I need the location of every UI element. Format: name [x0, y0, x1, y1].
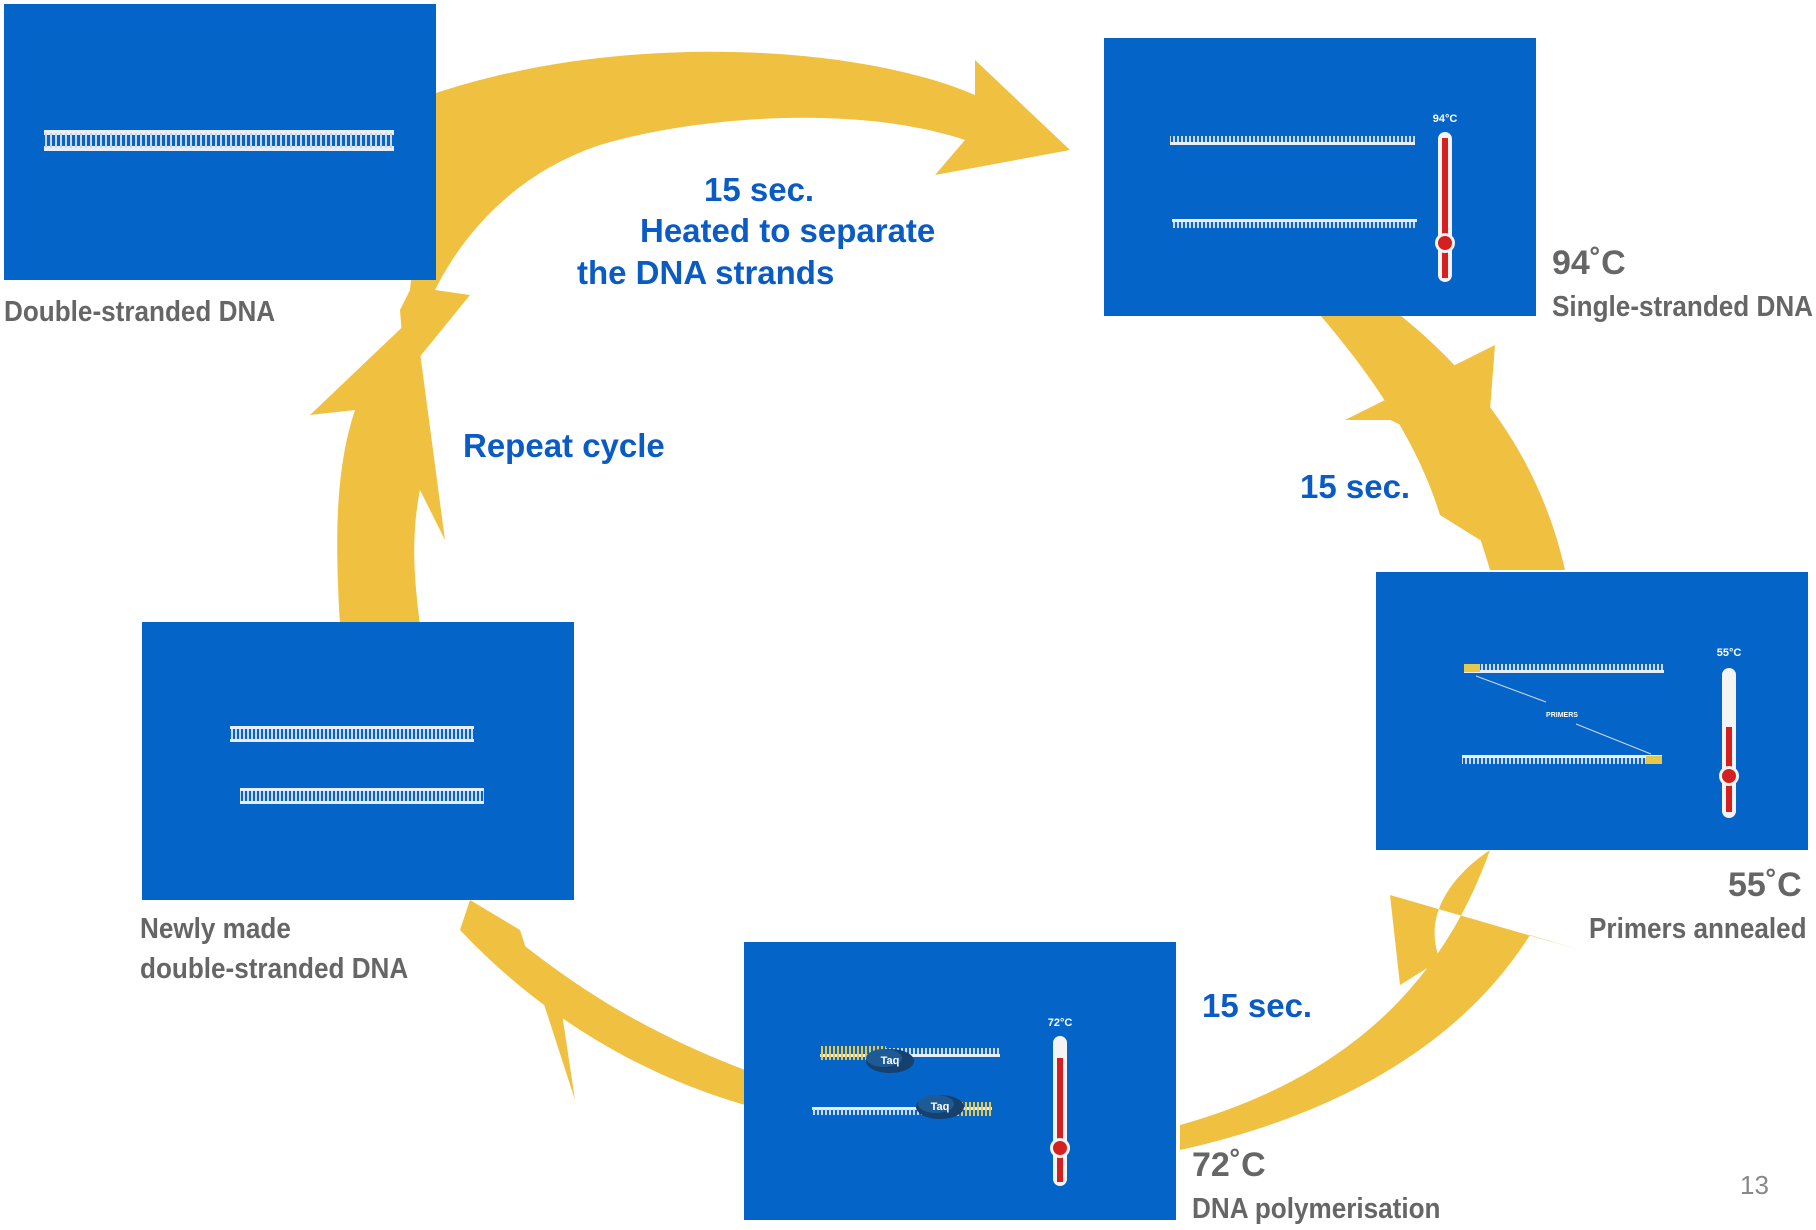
dna-single-strand-bottom: [1172, 219, 1417, 228]
panel-dna-polymerisation: Taq Taq 72°C: [744, 942, 1176, 1220]
caption-double-stranded-dna: Double-stranded DNA: [4, 296, 276, 328]
page-number: 13: [1740, 1170, 1769, 1200]
thermometer-label: 55°C: [1717, 647, 1742, 659]
arrow-anneal: [1320, 315, 1565, 570]
taq-label: Taq: [931, 1101, 950, 1113]
primers-label: PRIMERS: [1546, 712, 1578, 719]
caption-primers-annealed: Primers annealed: [1589, 913, 1807, 945]
taq-polymerase-bottom: Taq: [916, 1095, 964, 1119]
arrow-denature: [400, 51, 1070, 375]
arrow-repeat: [310, 315, 445, 625]
caption-newly-made-line-2: double-stranded DNA: [140, 953, 409, 985]
thermometer-icon: [1435, 132, 1455, 282]
step-denature-desc-line-1: Heated to separate: [640, 212, 936, 249]
caption-newly-made-line-1: Newly made: [140, 913, 291, 945]
step-repeat-cycle: Repeat cycle: [463, 427, 665, 464]
dna-strand-bottom-extending: [812, 1102, 992, 1116]
dna-double-strand-copy-2: [240, 788, 484, 804]
primer-pointer-line: [1475, 675, 1547, 703]
panel-newly-made-dna: [142, 622, 574, 900]
arrow-extend: [1180, 850, 1580, 1150]
dna-double-strand: [44, 130, 394, 151]
panel-primers-annealed: PRIMERS 55°C: [1376, 572, 1808, 850]
caption-single-stranded-dna: Single-stranded DNA: [1552, 291, 1814, 323]
dna-single-strand-top: [1170, 136, 1415, 145]
step-anneal-time: 15 sec.: [1300, 468, 1411, 505]
thermometer-label: 94°C: [1433, 113, 1458, 125]
primer-bottom: [1646, 756, 1662, 764]
panel-single-stranded-dna: 94°C: [1104, 38, 1536, 316]
dna-strand-bottom: [1462, 755, 1662, 764]
dna-double-strand-copy-1: [230, 726, 474, 742]
step-denature-time: 15 sec.: [704, 171, 815, 208]
thermometer-label: 72°C: [1048, 1017, 1073, 1029]
temp-55: 55˚C: [1728, 866, 1802, 904]
thermometer-icon: [1050, 1036, 1070, 1186]
thermometer-icon: [1719, 668, 1739, 818]
caption-dna-polymerisation: DNA polymerisation: [1192, 1193, 1441, 1225]
step-extend-time: 15 sec.: [1202, 987, 1313, 1024]
taq-label: Taq: [881, 1055, 900, 1067]
primer-top: [1464, 664, 1480, 672]
temp-72: 72˚C: [1192, 1146, 1266, 1184]
panel-double-stranded-dna: [4, 4, 436, 280]
taq-polymerase-top: Taq: [866, 1049, 914, 1073]
step-denature-desc-line-2: the DNA strands: [577, 254, 835, 291]
temp-94: 94˚C: [1552, 244, 1626, 282]
arrow-left-body: [460, 900, 745, 1105]
dna-strand-top: [1464, 664, 1664, 673]
primer-pointer-line: [1575, 723, 1652, 755]
